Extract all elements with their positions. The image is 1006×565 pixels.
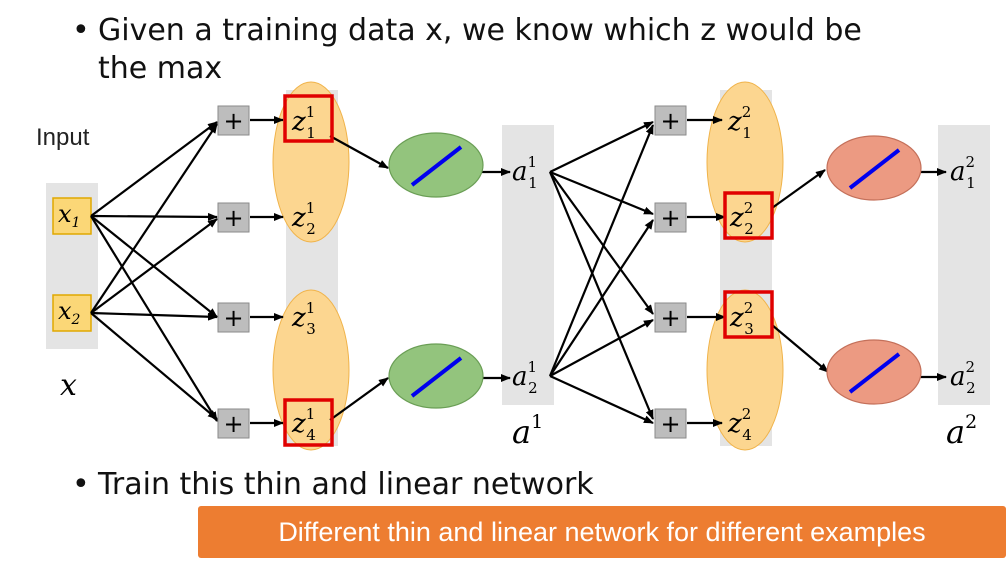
- bullet-text-line2: the max: [98, 51, 223, 87]
- plus-sign: +: [223, 410, 243, 438]
- bullet-given-training: •Given a training data x, we know which …: [72, 13, 862, 87]
- linear-activation-icon: [410, 356, 463, 398]
- edge: [329, 377, 389, 421]
- input-x2-box: [52, 294, 92, 332]
- edge: [549, 374, 654, 425]
- plus-box: [217, 408, 250, 439]
- plus-box: [654, 202, 687, 233]
- edge: [771, 324, 829, 373]
- layer1-group-top: [272, 81, 350, 243]
- edge: [90, 218, 218, 314]
- plus-box: [654, 302, 687, 333]
- bullet-text-line1: Given a training data x, we know which z…: [98, 13, 862, 48]
- plus-sign: +: [223, 204, 243, 232]
- plus-sign: +: [660, 107, 680, 135]
- plus-box: [654, 408, 687, 439]
- layer2-plus-boxes: [654, 105, 687, 439]
- input-x2-label: x2: [58, 297, 81, 328]
- plus-box: [654, 105, 687, 136]
- edge: [549, 121, 654, 173]
- plus-sign: +: [660, 410, 680, 438]
- edge: [549, 171, 654, 315]
- linear-activation-icon: [410, 145, 463, 187]
- a1-vector-label: a1: [512, 411, 543, 451]
- edge: [329, 135, 389, 169]
- callout-banner-text: Different thin and linear network for di…: [278, 516, 926, 547]
- a2-vector-label: a2: [946, 411, 977, 451]
- layer1-group-bottom: [272, 289, 350, 451]
- layer1-plus-boxes: [217, 105, 250, 439]
- linear-activation-icon: [848, 352, 901, 394]
- input-label: Input: [36, 124, 90, 151]
- plus-sign: +: [223, 304, 243, 332]
- plus-box: [217, 202, 250, 233]
- callout-banner: Different thin and linear network for di…: [198, 506, 1006, 558]
- selected-z2-2-box: [723, 191, 774, 240]
- plus-box: [217, 302, 250, 333]
- edge: [548, 171, 655, 420]
- plus-sign: +: [223, 107, 243, 135]
- plus-sign: +: [660, 304, 680, 332]
- edge: [90, 312, 218, 420]
- selected-z2-3-box: [723, 290, 774, 339]
- linear-activation-icon: [848, 148, 901, 190]
- bullet-text: Train this thin and linear network: [98, 467, 594, 502]
- edge: [549, 170, 654, 216]
- edge: [90, 212, 218, 221]
- input-x1-label: x1: [58, 200, 80, 231]
- x-vector-label: x: [60, 368, 77, 403]
- edge: [90, 215, 218, 422]
- plus-sign: +: [660, 204, 680, 232]
- edge: [90, 121, 218, 217]
- selected-z1-1-box: [283, 94, 334, 143]
- bullet-train-thin: •Train this thin and linear network: [72, 467, 594, 502]
- edge: [90, 311, 218, 321]
- selected-z1-4-box: [283, 398, 334, 447]
- edge: [771, 169, 826, 209]
- edge: [548, 124, 655, 377]
- edge: [90, 123, 218, 314]
- edge: [549, 319, 654, 377]
- plus-box: [217, 105, 250, 136]
- edge: [549, 219, 654, 377]
